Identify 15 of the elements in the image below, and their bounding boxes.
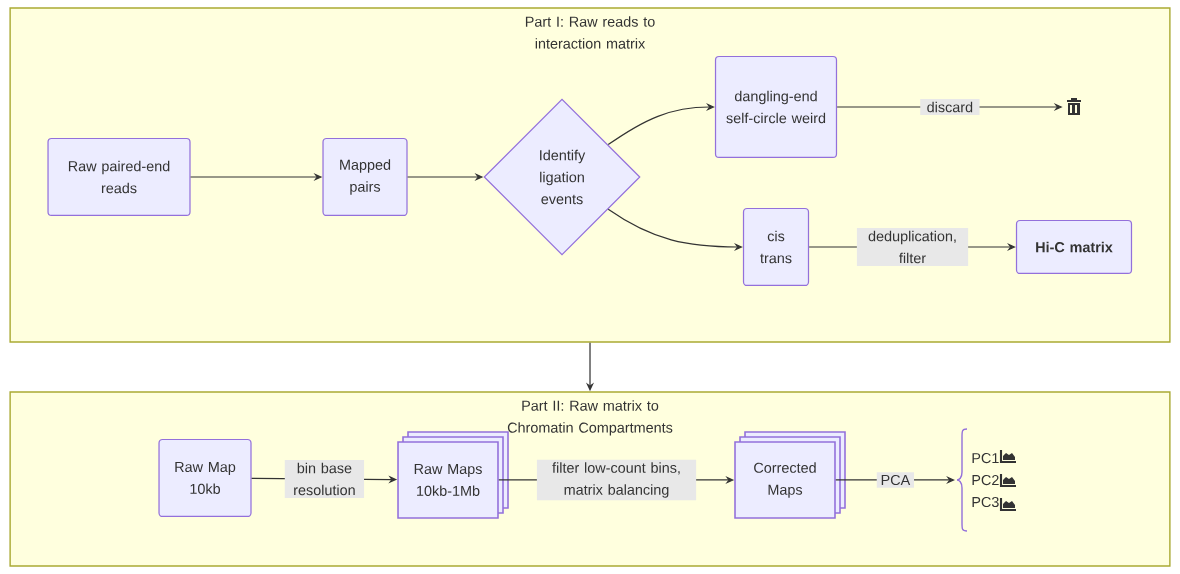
- process-box: Mapped pairs: [322, 137, 408, 217]
- edge-label: discard: [920, 99, 980, 115]
- process-box: Raw Map 10kb: [158, 438, 252, 518]
- process-box: cis trans: [742, 207, 810, 287]
- edge-label: bin base resolution: [284, 460, 365, 498]
- brace-list: PC1 PC2 PC3: [956, 428, 999, 532]
- process-box: Raw paired-end reads: [47, 137, 191, 217]
- trash-icon: [1067, 98, 1081, 115]
- process-box: Hi-C matrix: [1015, 219, 1133, 275]
- process-box: dangling-end self-circle weird: [714, 55, 838, 159]
- edge-label: PCA: [876, 472, 915, 488]
- stacked-boxes: Corrected Maps: [734, 431, 846, 519]
- edge-label: deduplication, filter: [856, 228, 969, 266]
- stacked-boxes: Raw Maps 10kb-1Mb: [397, 431, 509, 519]
- edge-label: filter low-count bins, matrix balancing: [536, 459, 697, 501]
